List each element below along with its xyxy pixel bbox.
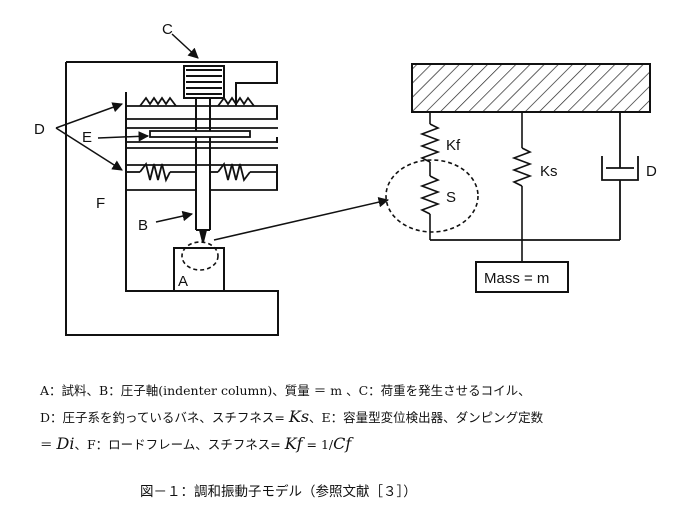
caption-line-2-rest: 、E：容量型変位検出器、ダンピング定数 xyxy=(309,410,544,425)
caption-line-2-text: D：圧子系を釣っているバネ、スチフネス= xyxy=(40,410,289,425)
indenter-column-b xyxy=(195,98,211,243)
label-c: C xyxy=(162,21,173,38)
caption: A：試料、B：圧子軸(indenter column)、質量 ＝ m 、C：荷重… xyxy=(40,378,680,458)
caption-line-3: ＝ Di、F：ロードフレーム、スチフネス= Kf = 1/Cf xyxy=(40,431,680,458)
figure-title: 図－１：調和振動子モデル（参照文献［３］） xyxy=(140,484,417,500)
spring-s xyxy=(419,175,441,240)
oscillator-diagram: C D E F B A Mass = m Kf Ks S D xyxy=(34,21,657,336)
label-d-right: D xyxy=(646,163,657,180)
leader-lines xyxy=(55,33,390,241)
label-mass: Mass = m xyxy=(484,270,549,287)
label-a: A xyxy=(178,273,188,290)
spring-s-highlight xyxy=(385,159,479,233)
caption-line-3-eq: = 1/ xyxy=(302,437,334,452)
coil-c xyxy=(183,65,225,99)
label-kf: Kf xyxy=(446,137,461,154)
label-b: B xyxy=(138,217,148,234)
damper-d xyxy=(601,112,639,240)
caption-line-3-pre: ＝ xyxy=(40,437,57,452)
symbol-ks: Ks xyxy=(288,407,310,426)
caption-line-1: A：試料、B：圧子軸(indenter column)、質量 ＝ m 、C：荷重… xyxy=(40,383,531,398)
spring-ks xyxy=(511,112,533,262)
sample-a xyxy=(173,241,225,292)
symbol-di: Di xyxy=(56,434,75,453)
label-e: E xyxy=(82,129,92,146)
label-s: S xyxy=(446,189,456,206)
lower-springs xyxy=(126,147,278,191)
label-ks: Ks xyxy=(540,163,558,180)
caption-line-3-mid: 、F：ロードフレーム、スチフネス= xyxy=(74,437,285,452)
label-d-left: D xyxy=(34,121,45,138)
symbol-cf: Cf xyxy=(333,434,352,453)
caption-line-2: D：圧子系を釣っているバネ、スチフネス= Ks、E：容量型変位検出器、ダンピング… xyxy=(40,404,680,431)
load-frame xyxy=(65,61,279,336)
label-f: F xyxy=(96,195,105,212)
mass-block xyxy=(475,261,569,293)
fixed-ground-hatched xyxy=(411,63,651,113)
symbol-kf: Kf xyxy=(284,434,303,453)
upper-springs xyxy=(126,96,278,120)
spring-kf xyxy=(419,112,441,176)
capacitive-sensor-e xyxy=(126,127,278,143)
